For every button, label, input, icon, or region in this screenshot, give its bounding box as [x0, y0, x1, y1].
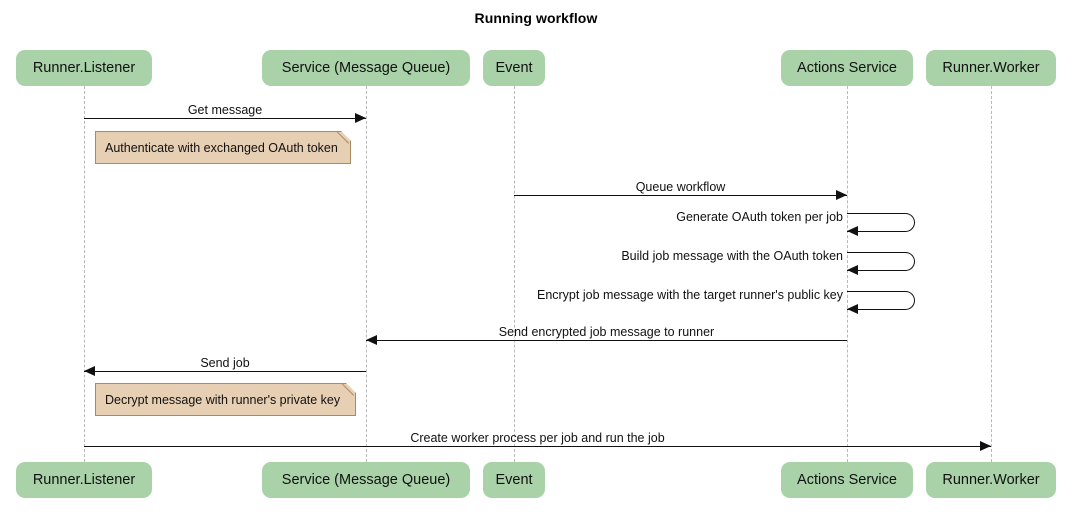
participant-actions-service-bottom[interactable]: Actions Service [781, 462, 913, 498]
arrowhead-encrypt-job-message-with-the-target-runners-public-key [847, 304, 858, 314]
lifeline-service-message-queue [366, 86, 367, 462]
lifeline-runner-worker [991, 86, 992, 462]
message-label-generate-oauth-token-per-job: Generate OAuth token per job [676, 210, 843, 224]
note-label: Authenticate with exchanged OAuth token [105, 140, 338, 155]
participant-label: Actions Service [797, 60, 897, 76]
lifeline-event [514, 86, 515, 462]
message-line-create-worker-process-per-job-and-run-the-job [84, 446, 991, 447]
participant-runner-worker-top[interactable]: Runner.Worker [926, 50, 1056, 86]
participant-event-bottom[interactable]: Event [483, 462, 545, 498]
arrowhead-generate-oauth-token-per-job [847, 226, 858, 236]
self-message-encrypt-job-message-with-the-target-runners-public-key [847, 291, 915, 310]
message-label-create-worker-process-per-job-and-run-the-job: Create worker process per job and run th… [410, 431, 665, 445]
message-label-send-job: Send job [200, 356, 250, 370]
note-decrypt: Decrypt message with runner's private ke… [95, 383, 356, 416]
message-line-send-job [84, 371, 366, 372]
arrowhead-send-job [84, 366, 95, 376]
message-label-build-job-message-with-the-oauth-token: Build job message with the OAuth token [621, 249, 843, 263]
page-title: Running workflow [474, 10, 598, 26]
participant-actions-service-top[interactable]: Actions Service [781, 50, 913, 86]
participant-label: Runner.Listener [32, 60, 136, 76]
note-authenticate: Authenticate with exchanged OAuth token [95, 131, 351, 164]
message-line-send-encrypted-job-message-to-runner [366, 340, 847, 341]
arrowhead-queue-workflow [836, 190, 847, 200]
participant-label: Event [495, 60, 533, 76]
note-label: Decrypt message with runner's private ke… [105, 392, 341, 407]
participant-runner-worker-bottom[interactable]: Runner.Worker [926, 462, 1056, 498]
participant-event-top[interactable]: Event [483, 50, 545, 86]
participant-label: Runner.Worker [942, 472, 1040, 488]
note-fold-edge-icon [342, 383, 356, 397]
self-message-build-job-message-with-the-oauth-token [847, 252, 915, 271]
lifeline-runner-listener [84, 86, 85, 462]
participant-service-message-queue-bottom[interactable]: Service (Message Queue) [262, 462, 470, 498]
participant-label: Event [495, 472, 533, 488]
participant-label: Runner.Listener [32, 472, 136, 488]
participant-label: Service (Message Queue) [281, 60, 451, 76]
arrowhead-get-message [355, 113, 366, 123]
message-label-encrypt-job-message-with-the-target-runners-public-key: Encrypt job message with the target runn… [536, 288, 843, 302]
arrowhead-send-encrypted-job-message-to-runner [366, 335, 377, 345]
arrowhead-build-job-message-with-the-oauth-token [847, 265, 858, 275]
participant-runner-listener-top[interactable]: Runner.Listener [16, 50, 152, 86]
participant-runner-listener-bottom[interactable]: Runner.Listener [16, 462, 152, 498]
self-message-generate-oauth-token-per-job [847, 213, 915, 232]
message-label-send-encrypted-job-message-to-runner: Send encrypted job message to runner [498, 325, 715, 339]
participant-label: Service (Message Queue) [281, 472, 451, 488]
participant-service-message-queue-top[interactable]: Service (Message Queue) [262, 50, 470, 86]
message-label-queue-workflow: Queue workflow [635, 180, 726, 194]
message-line-get-message [84, 118, 366, 119]
arrowhead-create-worker-process-per-job-and-run-the-job [980, 441, 991, 451]
participant-label: Runner.Worker [942, 60, 1040, 76]
message-line-queue-workflow [514, 195, 847, 196]
note-fold-edge-icon [337, 131, 351, 145]
message-label-get-message: Get message [187, 103, 263, 117]
participant-label: Actions Service [797, 472, 897, 488]
